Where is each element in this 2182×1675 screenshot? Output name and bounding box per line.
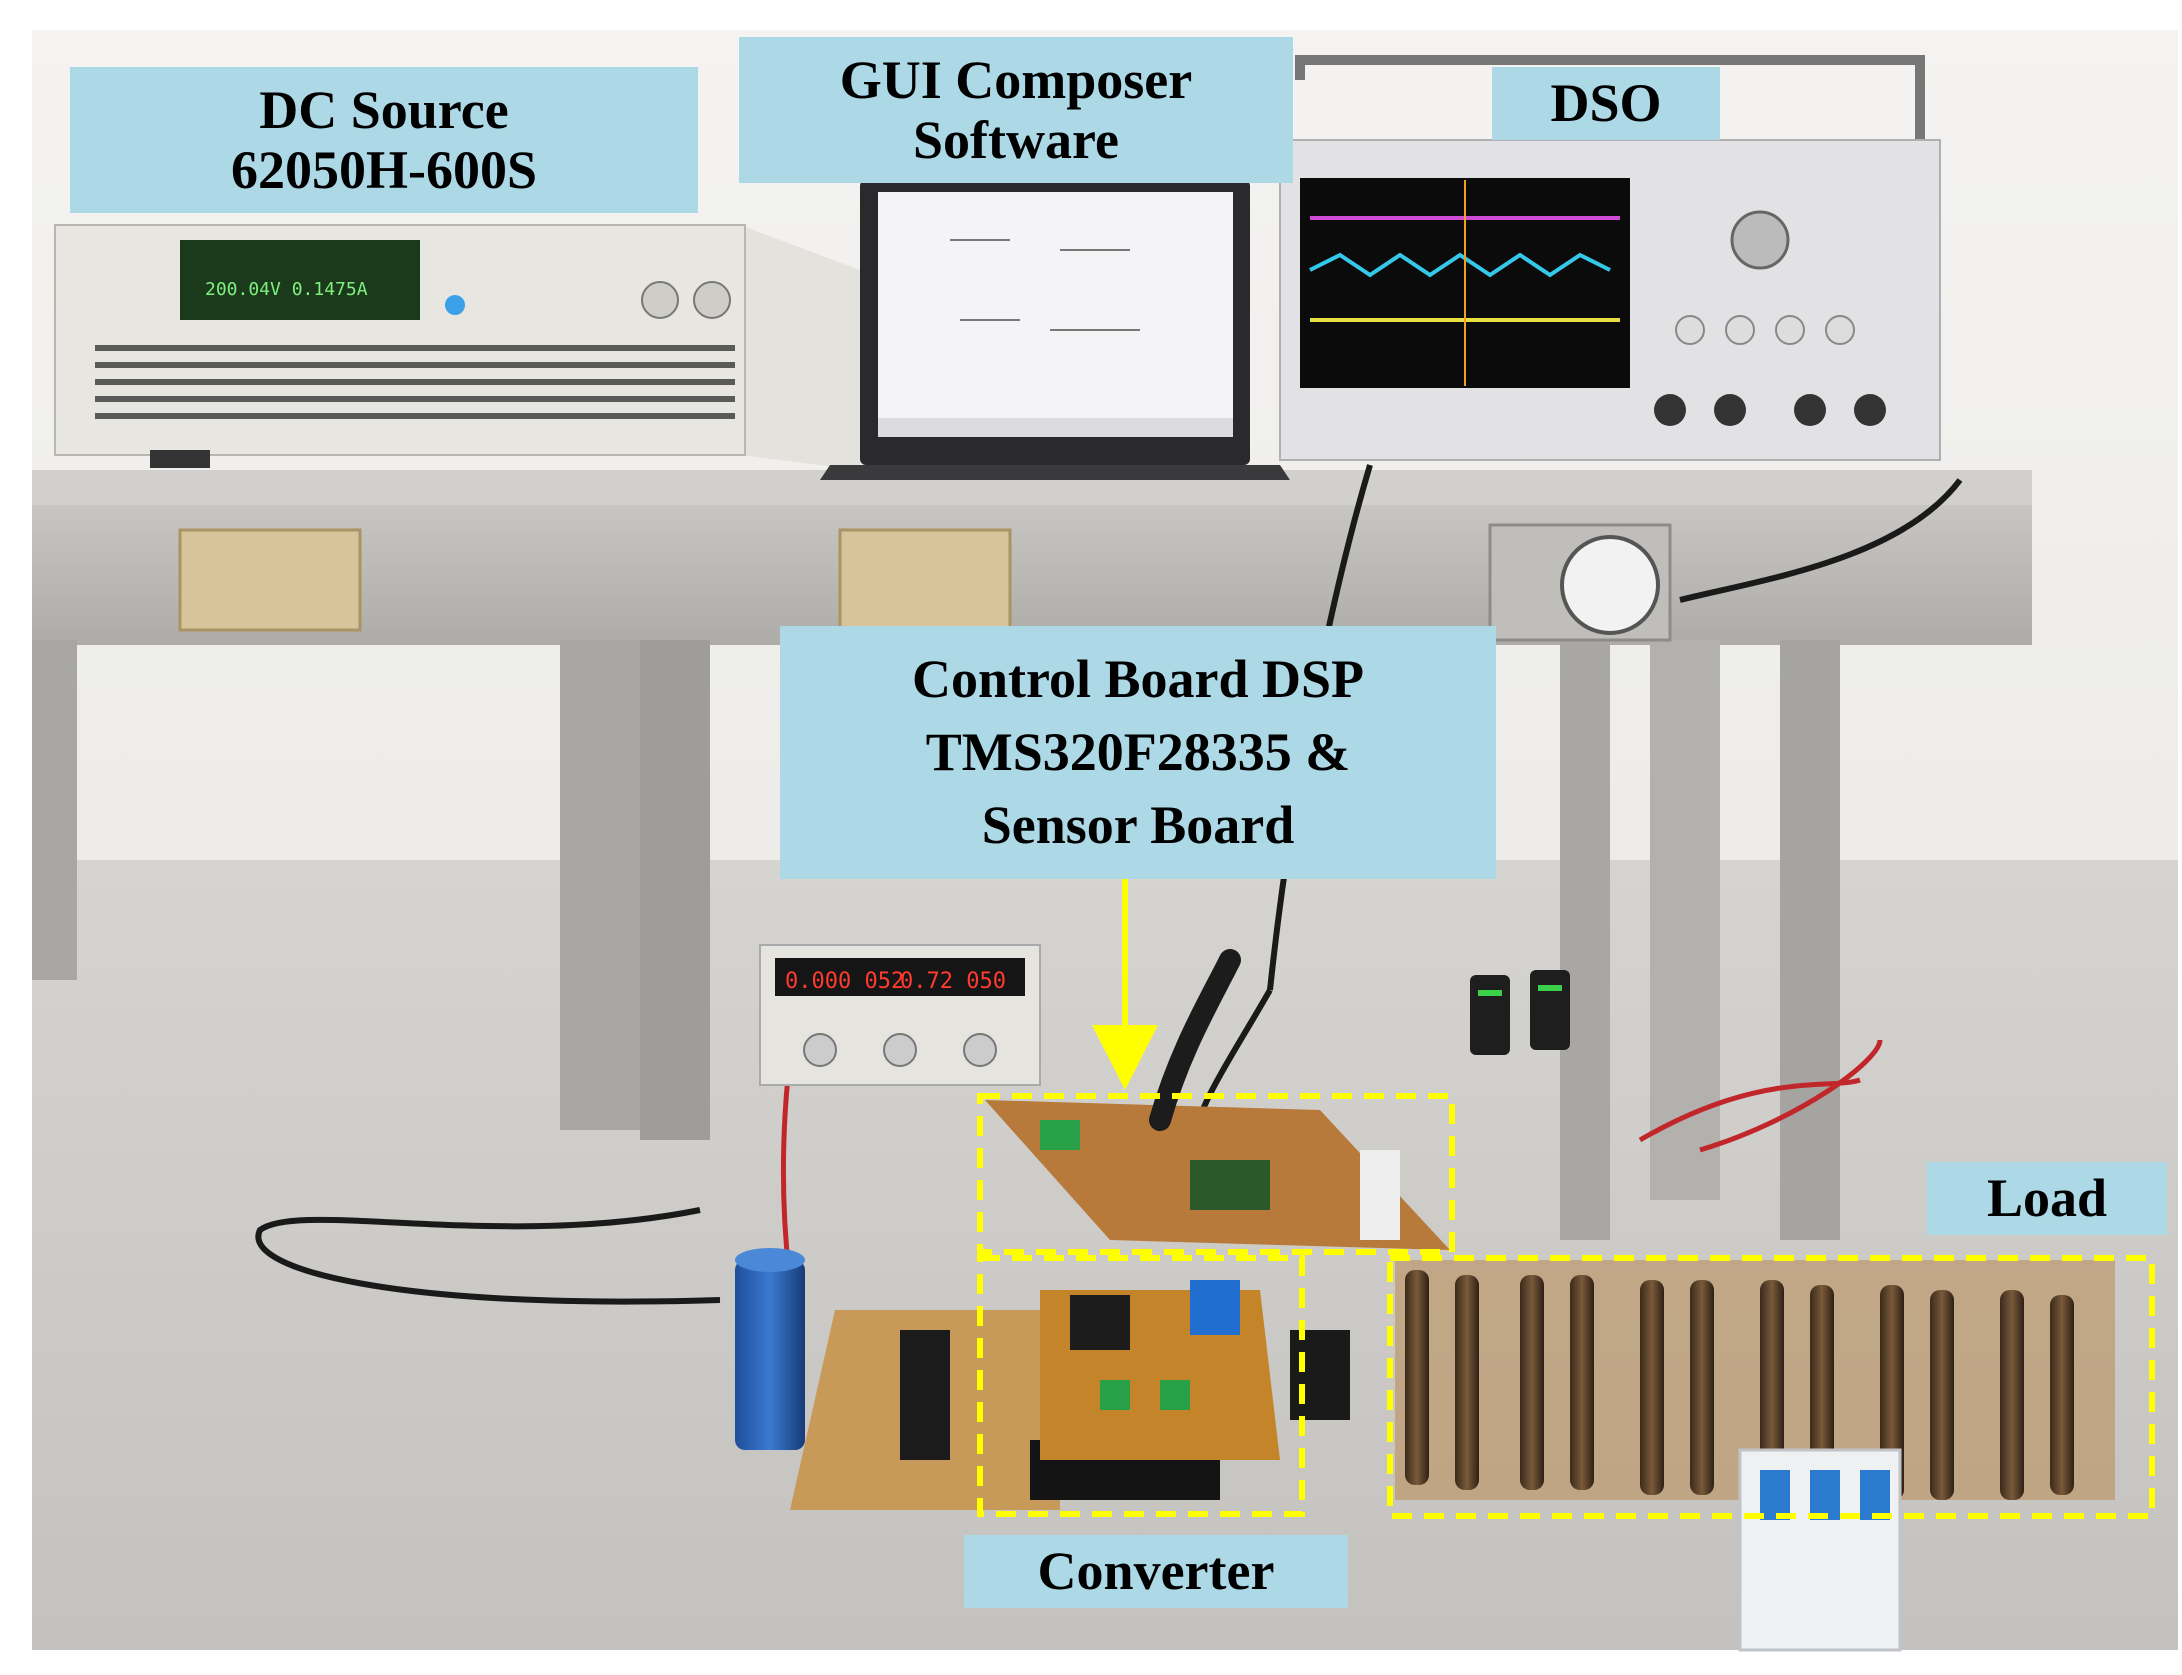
control-board-arrow <box>1092 875 1158 1090</box>
bench-power-supply: 0.000 052 0.72 050 <box>759 944 1041 1086</box>
control-board-label-line2: TMS320F28335 & <box>925 722 1351 783</box>
load-label: Load <box>1927 1162 2167 1235</box>
gui-composer-label: GUI Composer Software <box>739 37 1293 183</box>
laptop <box>820 180 1290 480</box>
dc-source-label-line1: DC Source <box>259 79 509 140</box>
control-board-pcb <box>985 949 1450 1250</box>
control-board-highlight-box <box>977 1093 1455 1255</box>
dc-source-label: DC Source 62050H-600S <box>70 67 698 213</box>
svg-text:0.72 050: 0.72 050 <box>900 969 1006 994</box>
load-label-line1: Load <box>1986 1168 2108 1229</box>
gui-composer-label-line2: Software <box>913 110 1119 170</box>
converter-label-line1: Converter <box>1037 1541 1275 1602</box>
control-board-label-line3: Sensor Board <box>981 794 1295 855</box>
dc-link-capacitor <box>735 1248 805 1450</box>
dso-label-line1: DSO <box>1550 73 1662 134</box>
dc-source-label-line2: 62050H-600S <box>230 140 538 200</box>
highlight-boxes <box>977 1093 2155 1519</box>
converter-highlight-box <box>977 1255 1305 1517</box>
dso-label: DSO <box>1492 67 1720 140</box>
wooden-base <box>790 1310 1060 1510</box>
current-probes <box>1470 970 1570 1055</box>
upper-table <box>32 470 2032 1240</box>
control-board-label-line1: Control Board DSP <box>911 649 1365 710</box>
svg-text:0.000 052: 0.000 052 <box>785 969 904 994</box>
oscilloscope <box>1279 55 1941 461</box>
svg-text:200.04V 0.1475A: 200.04V 0.1475A <box>205 279 368 300</box>
converter-label: Converter <box>964 1535 1348 1608</box>
dc-source-device: 200.04V 0.1475A <box>54 224 860 470</box>
circuit-breaker <box>1738 1448 1902 1652</box>
converter-pcb <box>1030 1280 1350 1500</box>
control-board-label: Control Board DSP TMS320F28335 & Sensor … <box>780 626 1496 879</box>
gui-composer-label-line1: GUI Composer <box>839 49 1193 110</box>
